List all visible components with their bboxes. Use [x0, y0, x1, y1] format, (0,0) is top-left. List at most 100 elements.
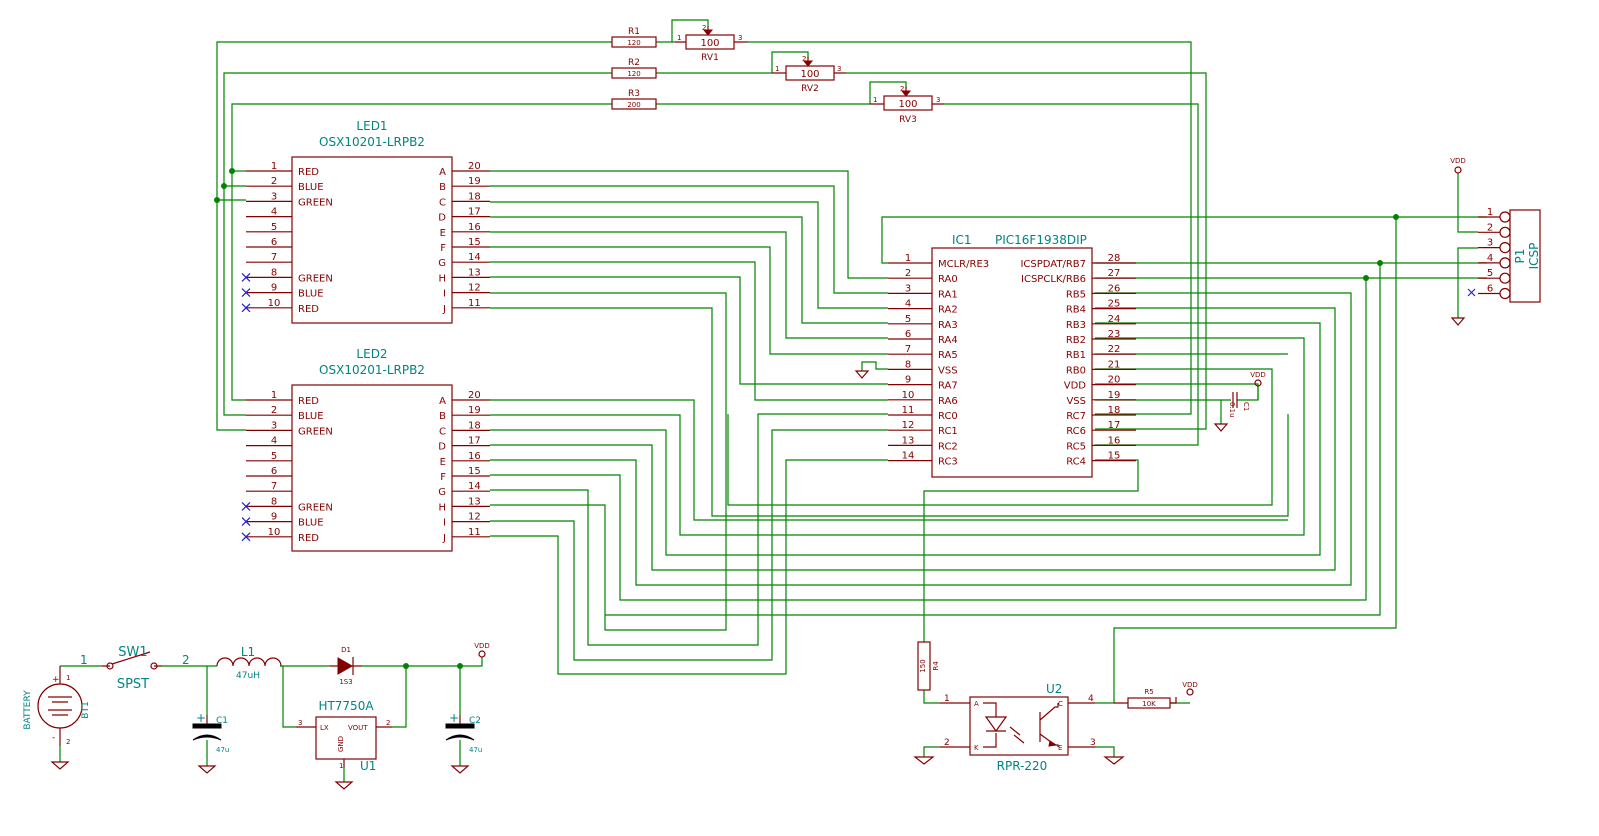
- pin-name: GREEN: [298, 197, 333, 208]
- pin-name: RC7: [1066, 411, 1086, 422]
- regulator-value: HT7750A: [318, 699, 374, 713]
- pin-name: VSS: [1066, 396, 1086, 407]
- regulator-num-gnd: 1: [339, 762, 343, 770]
- pin-name: RB4: [1066, 305, 1086, 316]
- rv1-value: 100: [700, 38, 719, 49]
- pin-name: I: [443, 289, 446, 300]
- pin-name: GREEN: [298, 273, 333, 284]
- u2-pin-e: E: [1058, 744, 1062, 752]
- pin-number: 8: [271, 496, 277, 507]
- pin-name: BLUE: [298, 182, 324, 193]
- pin-number: 5: [271, 451, 277, 462]
- no-connect-mark: [241, 517, 251, 527]
- led-display-led2: LED2 OSX10201-LRPB2 1RED2BLUE3GREEN45678…: [241, 347, 490, 552]
- vdd-flag: [478, 650, 486, 658]
- pin-name: RA1: [938, 289, 958, 300]
- r1-ref: R1: [628, 27, 640, 37]
- pin-name: RA4: [938, 335, 958, 346]
- rv3-pin3: 3: [936, 96, 940, 104]
- led2-ref: LED2: [356, 347, 387, 361]
- pin-number: 8: [905, 359, 911, 370]
- r4-value: 150: [919, 659, 927, 672]
- ic1-left-pins: 1MCLR/RE32RA03RA14RA25RA36RA47RA58VSS9RA…: [888, 253, 989, 468]
- pin-number: 10: [268, 527, 281, 538]
- rv3-pin1: 1: [873, 96, 877, 104]
- pin-socket: [1499, 272, 1511, 284]
- pin-number: 18: [468, 191, 481, 202]
- pin-number: 8: [271, 267, 277, 278]
- regulator-pin-lx: LX: [320, 724, 329, 732]
- c1-decoupling-value: 0.1u: [1228, 402, 1236, 418]
- ground-symbol: [1213, 423, 1229, 432]
- pin-number: 1: [271, 390, 277, 401]
- regulator-u1: HT7750A U1 LX VOUT GND 3 2 1: [296, 699, 392, 790]
- pin-number: 20: [1108, 375, 1121, 386]
- pin-number: 4: [271, 207, 277, 218]
- pin-number: 13: [902, 435, 915, 446]
- pin-name: RC4: [1066, 457, 1086, 468]
- inductor-value: 47uH: [236, 671, 260, 681]
- pin-number: 12: [902, 420, 915, 431]
- battery-bt1: + - 1 2 BATTERY BT1: [23, 666, 91, 770]
- pin-name: BLUE: [298, 411, 324, 422]
- pin-name: BLUE: [298, 289, 324, 300]
- vdd-label: VDD: [474, 642, 490, 650]
- no-connect-mark: [241, 272, 251, 282]
- pin-name: RC0: [938, 411, 958, 422]
- pin-name: E: [440, 228, 446, 239]
- led1-ref: LED1: [356, 119, 387, 133]
- photo-reflector-u2: U2 RPR-220 1 2 3 4 A K C E: [913, 682, 1125, 773]
- u2-pin-c: C: [1058, 700, 1063, 708]
- no-connect-mark: [1467, 288, 1476, 297]
- cap2-value: 47u: [469, 746, 482, 754]
- pin-number: 17: [468, 436, 481, 447]
- ground-symbol: [1450, 317, 1466, 326]
- cap-plus-sign: +: [449, 711, 459, 725]
- pin-number: 3: [271, 420, 277, 431]
- battery-minus-sign: -: [52, 733, 55, 743]
- pin-number: 4: [271, 436, 277, 447]
- resistor-r4: 150 R4: [917, 641, 940, 691]
- pin-name: F: [440, 243, 446, 254]
- pin-name: RED: [298, 167, 319, 178]
- capacitor-c1: + C1 47u: [192, 711, 229, 774]
- pin-name: RA7: [938, 381, 958, 392]
- ic1-ref: IC1: [952, 233, 972, 247]
- pin-socket: [1499, 226, 1511, 238]
- battery-pin2: 2: [66, 738, 70, 746]
- resistor-r1: R1 120: [611, 27, 657, 48]
- microcontroller-ic1: IC1 PIC16F1938DIP 1MCLR/RE32RA03RA14RA25…: [888, 233, 1136, 478]
- pin-number: 2: [905, 268, 911, 279]
- pin-number: 1: [1487, 207, 1493, 218]
- resistor-r2: R2 120: [611, 58, 657, 79]
- r3-ref: R3: [628, 89, 640, 99]
- pin-name: J: [442, 533, 446, 544]
- pin-name: RA0: [938, 274, 958, 285]
- u2-ref: U2: [1046, 682, 1062, 696]
- u2-pin-k: K: [974, 744, 979, 752]
- pin-number: 4: [1487, 253, 1493, 264]
- pin-socket: [1499, 287, 1511, 300]
- junction-dot: [403, 663, 409, 669]
- regulator-pin-vout: VOUT: [348, 724, 368, 732]
- pin-name: J: [442, 304, 446, 315]
- inductor-ref: L1: [241, 645, 255, 659]
- pin-name: ICSPCLK/RB6: [1021, 274, 1086, 285]
- decoupling-capacitor-c1: 0.1u C1 VDD: [1213, 371, 1266, 432]
- pin-name: A: [439, 396, 446, 407]
- pin-name: RED: [298, 304, 319, 315]
- pin-name: RC2: [938, 441, 958, 452]
- pin-name: G: [438, 487, 446, 498]
- pin-name: ICSPDAT/RB7: [1020, 259, 1086, 270]
- pin-number: 23: [1108, 329, 1121, 340]
- switch-value: SPST: [117, 677, 149, 692]
- switch-pin2: 2: [182, 653, 190, 667]
- led1-value: OSX10201-LRPB2: [319, 135, 425, 149]
- pin-name: VDD: [1064, 381, 1087, 392]
- no-connect-mark: [241, 532, 251, 542]
- pin-number: 12: [468, 283, 481, 294]
- cap1-value: 47u: [216, 746, 229, 754]
- pin-number: 2: [271, 405, 277, 416]
